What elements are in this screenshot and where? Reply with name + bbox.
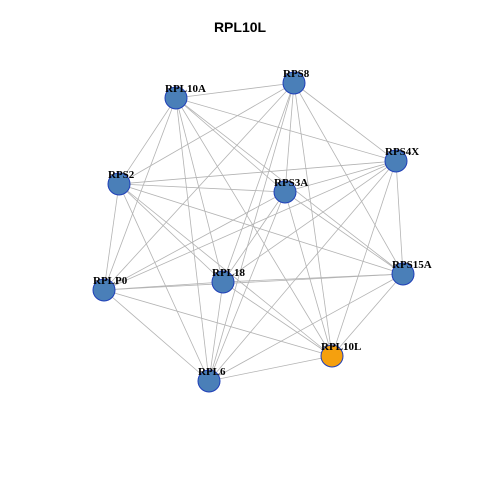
edge-rps2-rpl18 [118, 183, 224, 283]
node-rpl6 [197, 369, 221, 393]
edge-rps15a-rpl6 [208, 273, 404, 382]
edge-rpl10a-rpl18 [175, 97, 224, 283]
edge-rps4x-rps3a [284, 160, 397, 193]
edge-rps3a-rpl10l [284, 191, 333, 357]
node-rpl10l [320, 344, 344, 368]
edge-rpl10l-rpl6 [208, 355, 333, 382]
edge-layer [103, 82, 404, 382]
node-label-rplp0: RPLP0 [93, 275, 128, 287]
edge-rpl10a-rps2 [118, 97, 177, 185]
node-label-rps15a: RPS15A [392, 259, 432, 271]
edge-rps2-rpl6 [118, 183, 210, 382]
diagram-title: RPL10L [213, 19, 267, 35]
edge-rplp0-rpl10l [103, 289, 333, 357]
edge-rps4x-rpl10l [331, 160, 397, 357]
node-layer [92, 71, 415, 393]
node-rpl18 [211, 270, 235, 294]
node-label-rps4x: RPS4X [385, 146, 419, 158]
edge-rplp0-rpl18 [103, 281, 224, 291]
node-rps3a [273, 180, 297, 204]
node-rps8 [282, 71, 306, 95]
node-label-rpl18: RPL18 [212, 267, 246, 279]
node-rps4x [384, 149, 408, 173]
edge-rps8-rpl6 [208, 82, 295, 382]
edge-rps8-rps2 [118, 82, 295, 185]
edge-rpl10a-rps4x [175, 97, 397, 162]
edge-rps4x-rps2 [118, 160, 397, 185]
edge-rps2-rps15a [118, 183, 404, 275]
edge-rps8-rpl18 [222, 82, 295, 283]
edge-rps8-rps3a [284, 82, 295, 193]
edge-rpl10a-rpl6 [175, 97, 210, 382]
node-label-rpl10l: RPL10L [321, 341, 361, 353]
edge-rps3a-rps15a [284, 191, 404, 275]
edge-rplp0-rpl6 [103, 289, 210, 382]
node-rps2 [107, 172, 131, 196]
node-label-rps2: RPS2 [108, 169, 135, 181]
node-label-rpl6: RPL6 [198, 366, 226, 378]
edge-rpl10a-rplp0 [103, 97, 177, 291]
edge-rpl10a-rps8 [175, 82, 295, 99]
node-label-rps8: RPS8 [283, 68, 310, 80]
node-label-rps3a: RPS3A [274, 177, 308, 189]
edge-rps3a-rplp0 [103, 191, 286, 291]
node-rpl10a [164, 86, 188, 110]
node-rps15a [391, 262, 415, 286]
edge-rps8-rps15a [293, 82, 404, 275]
edge-rps15a-rplp0 [103, 273, 404, 291]
edge-rps8-rps4x [293, 82, 397, 162]
edge-rps15a-rpl10l [331, 273, 404, 357]
edge-rps2-rps3a [118, 183, 286, 193]
edge-rps3a-rpl6 [208, 191, 286, 382]
edge-rpl10a-rps3a [175, 97, 286, 193]
edge-rps4x-rpl18 [222, 160, 397, 283]
node-label-rpl10a: RPL10A [165, 83, 206, 95]
edge-rps4x-rps15a [395, 160, 404, 275]
node-rplp0 [92, 278, 116, 302]
edge-rps8-rplp0 [103, 82, 295, 291]
edge-rpl18-rpl10l [222, 281, 333, 357]
edge-rps15a-rpl18 [222, 273, 404, 283]
edge-rps3a-rpl18 [222, 191, 286, 283]
edge-rps2-rpl10l [118, 183, 333, 357]
edge-rps4x-rpl6 [208, 160, 397, 382]
edge-rps2-rplp0 [103, 183, 120, 291]
edge-rpl18-rpl6 [208, 281, 224, 382]
